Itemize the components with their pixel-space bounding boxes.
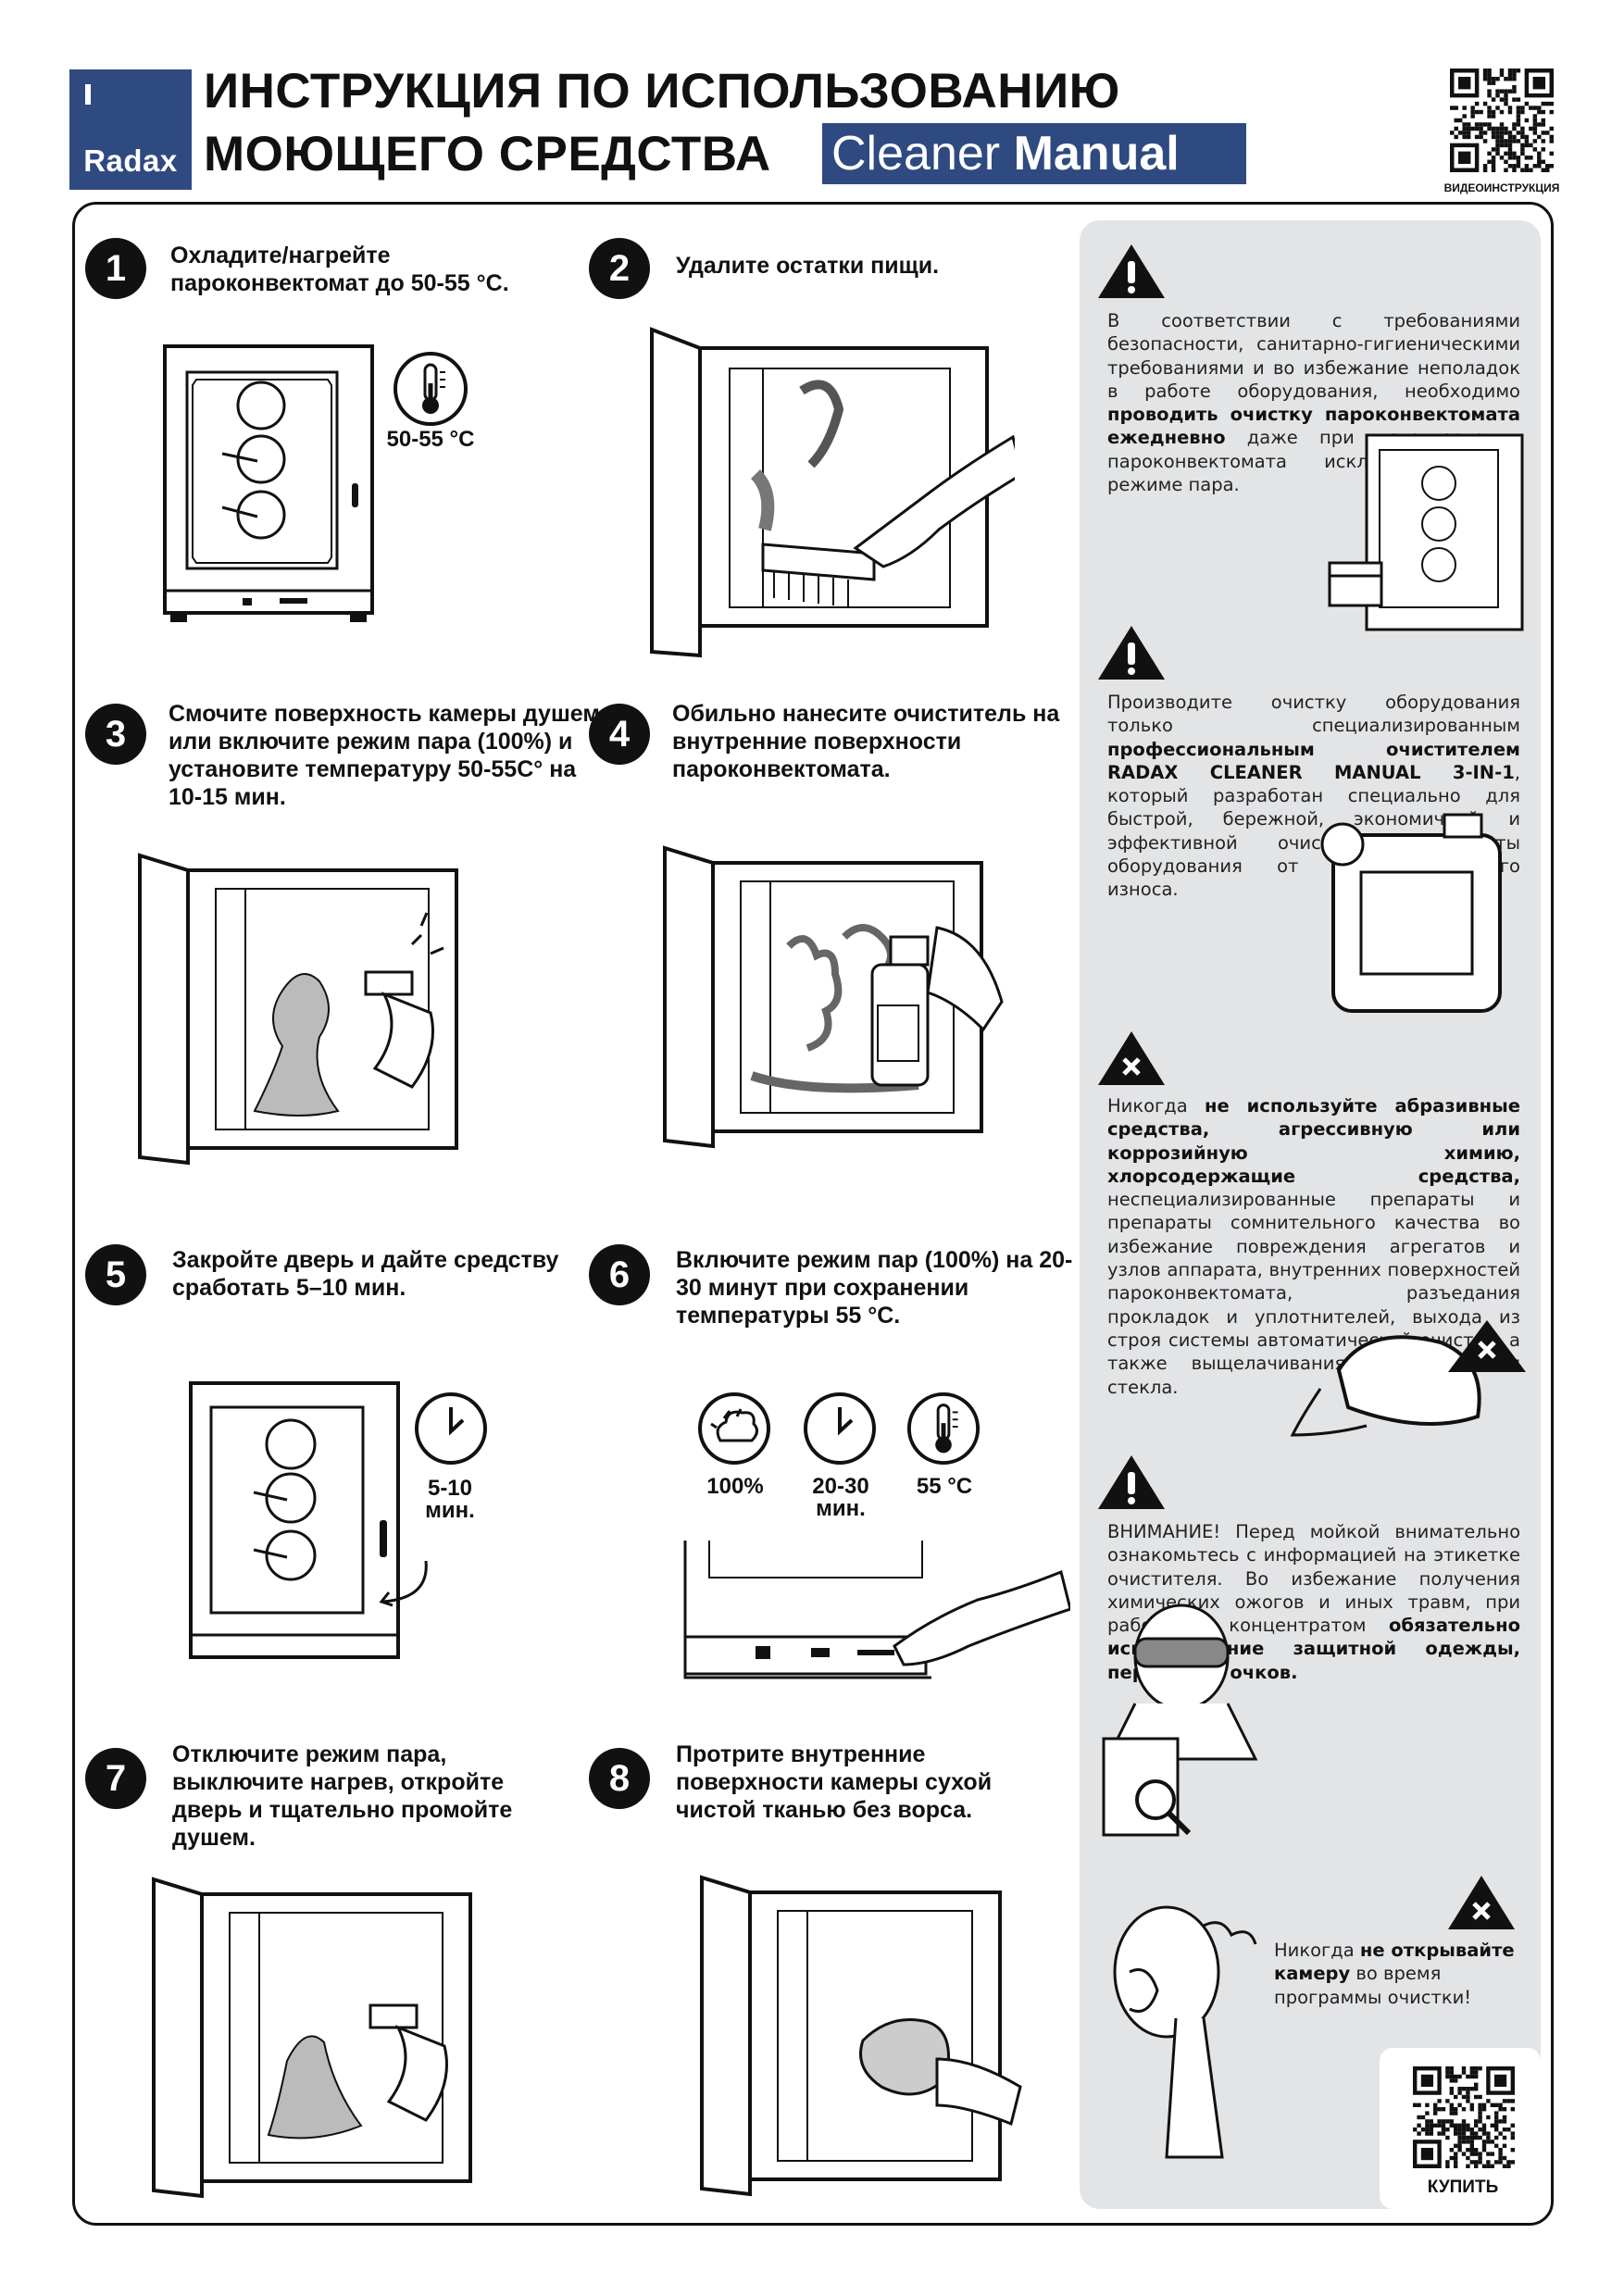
- oven-closed-illustration: [163, 344, 374, 622]
- warning2-text-pre: Производите очистку оборудования только …: [1107, 692, 1520, 737]
- step-text-6: Включите режим пар (100%) на 20-30 минут…: [676, 1247, 1073, 1329]
- step6-time-label: 20-30 мин.: [812, 1474, 869, 1521]
- cleaner-canister-illustration: [1320, 813, 1502, 1013]
- warning5-text-post: во время программы очистки!: [1274, 1963, 1472, 2008]
- step-text-4: Обильно нанесите очиститель на внутренни…: [672, 701, 1060, 782]
- oven-control-panel-illustration: [683, 1541, 1070, 1679]
- step-number-7: 7: [85, 1748, 146, 1809]
- thermometer-icon-2: [906, 1391, 981, 1466]
- step-number-8: 8: [589, 1748, 650, 1809]
- oven-open-scrub-illustration: [650, 327, 1015, 658]
- step-text-8: Протрите внутренние поверхности камеры с…: [676, 1741, 993, 1823]
- spilled-bottle-illustration: [1290, 1320, 1526, 1437]
- step-text-2: Удалите остатки пищи.: [676, 253, 940, 279]
- step-number-1: 1: [85, 238, 146, 299]
- page-title-line1: ИНСТРУКЦИЯ ПО ИСПОЛЬЗОВАНИЮ: [204, 64, 1120, 119]
- warning5-text-bold: не открывайте камеру: [1274, 1940, 1515, 1985]
- steam-icon: [698, 1392, 770, 1465]
- step-number-3: 3: [85, 704, 146, 765]
- step-number-5: 5: [85, 1244, 146, 1305]
- step6-temp-label: 55 °C: [916, 1474, 973, 1499]
- brand-logo-text: Radax: [83, 144, 178, 178]
- clock-icon-2: [804, 1392, 876, 1465]
- warning3-text-pre: Никогда: [1107, 1095, 1206, 1117]
- warning-icon-2: [1098, 626, 1165, 680]
- thermometer-icon: [394, 352, 468, 426]
- warning-icon-3: [1098, 1455, 1165, 1509]
- step-number-4: 4: [589, 704, 650, 765]
- title-badge: Cleaner Manual: [822, 123, 1246, 184]
- qr-code-buy[interactable]: [1413, 2066, 1515, 2168]
- step-number-2: 2: [589, 238, 650, 299]
- steam-face-illustration: [1113, 1905, 1257, 2159]
- warning-icon: [1098, 244, 1165, 298]
- step-number-6: 6: [589, 1244, 650, 1305]
- curved-arrow-icon: [379, 1560, 428, 1607]
- oven-wipe-illustration: [700, 1875, 1022, 2197]
- warning1-text-bold: проводить очистку пароконвектомата ежедн…: [1107, 404, 1520, 449]
- warning5-text-pre: Никогда: [1274, 1940, 1360, 1961]
- page-title-line2: МОЮЩЕГО СРЕДСТВА: [204, 127, 771, 181]
- instruction-frame: [72, 202, 1554, 2226]
- qr-code-video[interactable]: [1450, 69, 1554, 172]
- oven-spray-illustration: [663, 845, 1004, 1149]
- step-text-5: Закройте дверь и дайте средству сработат…: [172, 1247, 559, 1301]
- step5-time-label: 5-10 мин.: [425, 1476, 475, 1523]
- warning2-text-bold: профессиональным очистителем RADAX CLEAN…: [1107, 738, 1520, 783]
- prohibited-icon: [1098, 1031, 1165, 1085]
- warning4-text-pre: ВНИМАНИЕ! Перед мойкой внимательно ознак…: [1107, 1521, 1520, 1637]
- step-text-1: Охладите/нагрейте пароконвектомат до 50-…: [170, 243, 509, 296]
- prohibited-icon-2: [1448, 1876, 1515, 1929]
- warning2-text: Производите очистку оборудования только …: [1107, 691, 1520, 902]
- qr-video-label: ВИДЕОИНСТРУКЦИЯ: [1443, 181, 1560, 194]
- qr-buy-label: КУПИТЬ: [1427, 2177, 1499, 2197]
- goggles-person-illustration: [1102, 1603, 1258, 1837]
- oven-calendar-illustration: [1328, 433, 1524, 631]
- oven-closed-illustration-2: [189, 1381, 400, 1659]
- brand-logo: Radax: [69, 69, 192, 190]
- title-badge-bold: Manual: [1013, 127, 1180, 181]
- step-text-7: Отключите режим пара, выключите нагрев, …: [172, 1741, 513, 1851]
- warning5-text: Никогда не открывайте камеру во время пр…: [1274, 1939, 1515, 2009]
- title-badge-light: Cleaner: [831, 127, 1014, 181]
- warning3-text-bold: не используйте абразивные средства, агре…: [1107, 1095, 1520, 1187]
- oven-shower-illustration: [138, 853, 458, 1166]
- step6-steam-label: 100%: [706, 1474, 764, 1499]
- clock-icon: [415, 1392, 487, 1465]
- oven-rinse-illustration: [152, 1877, 472, 2199]
- step1-temp-label: 50-55 °C: [386, 427, 475, 452]
- warning1-text-pre: В соответствии с требованиями безопаснос…: [1107, 310, 1520, 402]
- step-text-3: Смочите поверхность камеры душем или вкл…: [169, 701, 600, 810]
